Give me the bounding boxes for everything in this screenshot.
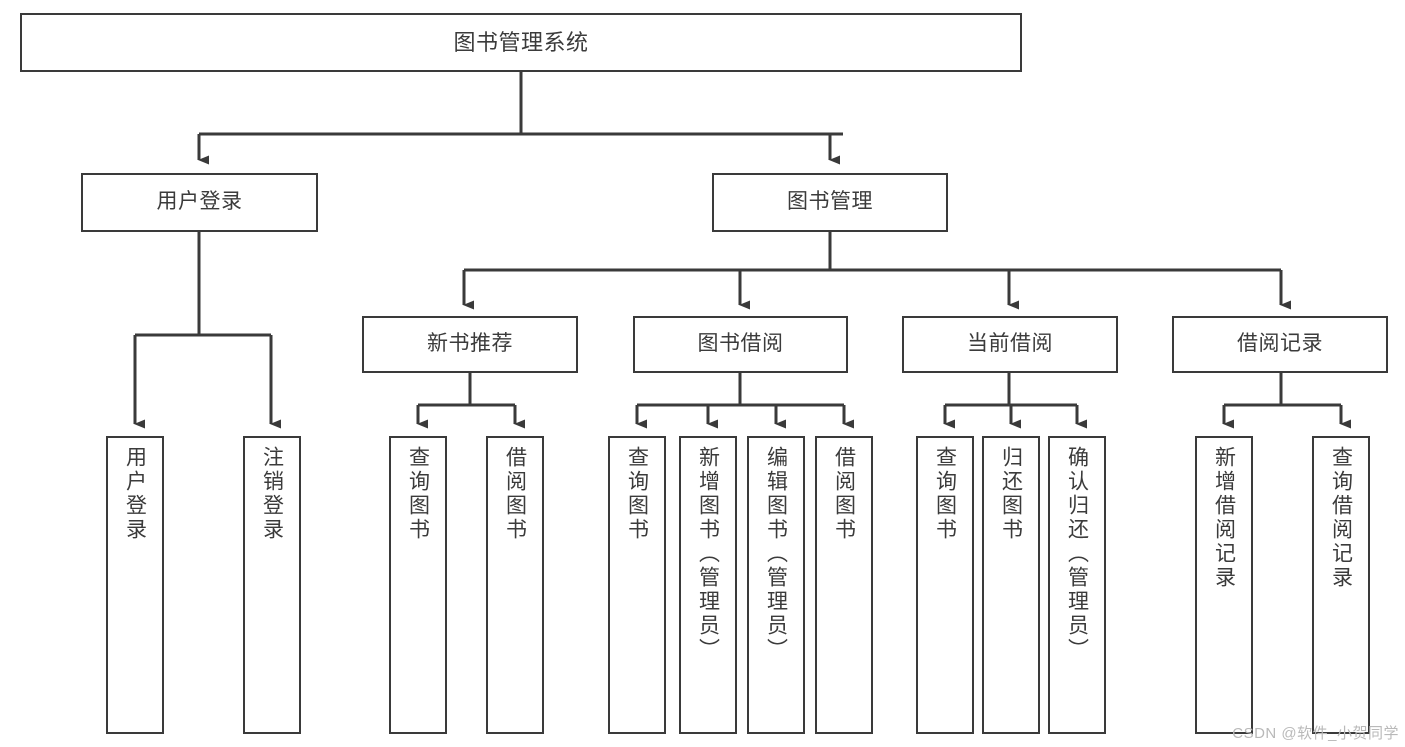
leaf-user-login-login[interactable]: 用户登录 (106, 436, 164, 734)
leaf-current-borrow-confirm-return-label: 确认归还（管理员） (1065, 446, 1089, 662)
leaf-user-login-login-label: 用户登录 (123, 446, 147, 542)
node-root-label: 图书管理系统 (453, 29, 589, 55)
leaf-new-book-query-book[interactable]: 查询图书 (389, 436, 447, 734)
node-user-login[interactable]: 用户登录 (81, 173, 318, 232)
leaf-borrow-record-query-record-label: 查询借阅记录 (1329, 446, 1353, 590)
node-borrow-record-label: 借阅记录 (1237, 332, 1323, 356)
node-new-book-recommend[interactable]: 新书推荐 (362, 316, 578, 373)
leaf-current-borrow-confirm-return[interactable]: 确认归还（管理员） (1048, 436, 1106, 734)
leaf-book-borrow-borrow-book-label: 借阅图书 (832, 446, 856, 542)
leaf-book-borrow-add-book-label: 新增图书（管理员） (696, 446, 720, 662)
leaf-borrow-record-add-record-label: 新增借阅记录 (1212, 446, 1236, 590)
node-current-borrow-label: 当前借阅 (967, 332, 1053, 356)
leaf-book-borrow-edit-book-label: 编辑图书（管理员） (764, 446, 788, 662)
node-book-management[interactable]: 图书管理 (712, 173, 948, 232)
leaf-book-borrow-borrow-book[interactable]: 借阅图书 (815, 436, 873, 734)
leaf-user-login-logout-label: 注销登录 (260, 446, 284, 542)
watermark-text: CSDN @软件_小贺同学 (1232, 725, 1399, 742)
leaf-book-borrow-edit-book[interactable]: 编辑图书（管理员） (747, 436, 805, 734)
leaf-book-borrow-add-book[interactable]: 新增图书（管理员） (679, 436, 737, 734)
node-new-book-recommend-label: 新书推荐 (427, 332, 513, 356)
node-borrow-record[interactable]: 借阅记录 (1172, 316, 1388, 373)
leaf-borrow-record-query-record[interactable]: 查询借阅记录 (1312, 436, 1370, 734)
node-user-login-label: 用户登录 (156, 190, 243, 214)
leaf-new-book-borrow-book[interactable]: 借阅图书 (486, 436, 544, 734)
leaf-book-borrow-query-book[interactable]: 查询图书 (608, 436, 666, 734)
leaf-new-book-borrow-book-label: 借阅图书 (503, 446, 527, 542)
node-root-book-management-system[interactable]: 图书管理系统 (20, 13, 1022, 72)
leaf-current-borrow-return-book-label: 归还图书 (999, 446, 1023, 542)
node-book-borrow-label: 图书借阅 (697, 332, 784, 356)
leaf-borrow-record-add-record[interactable]: 新增借阅记录 (1195, 436, 1253, 734)
leaf-new-book-query-book-label: 查询图书 (406, 446, 430, 542)
node-current-borrow[interactable]: 当前借阅 (902, 316, 1118, 373)
leaf-current-borrow-return-book[interactable]: 归还图书 (982, 436, 1040, 734)
leaf-user-login-logout[interactable]: 注销登录 (243, 436, 301, 734)
node-book-management-label: 图书管理 (787, 190, 873, 214)
node-book-borrow[interactable]: 图书借阅 (633, 316, 848, 373)
leaf-current-borrow-query-book[interactable]: 查询图书 (916, 436, 974, 734)
leaf-current-borrow-query-book-label: 查询图书 (933, 446, 957, 542)
leaf-book-borrow-query-book-label: 查询图书 (625, 446, 649, 542)
